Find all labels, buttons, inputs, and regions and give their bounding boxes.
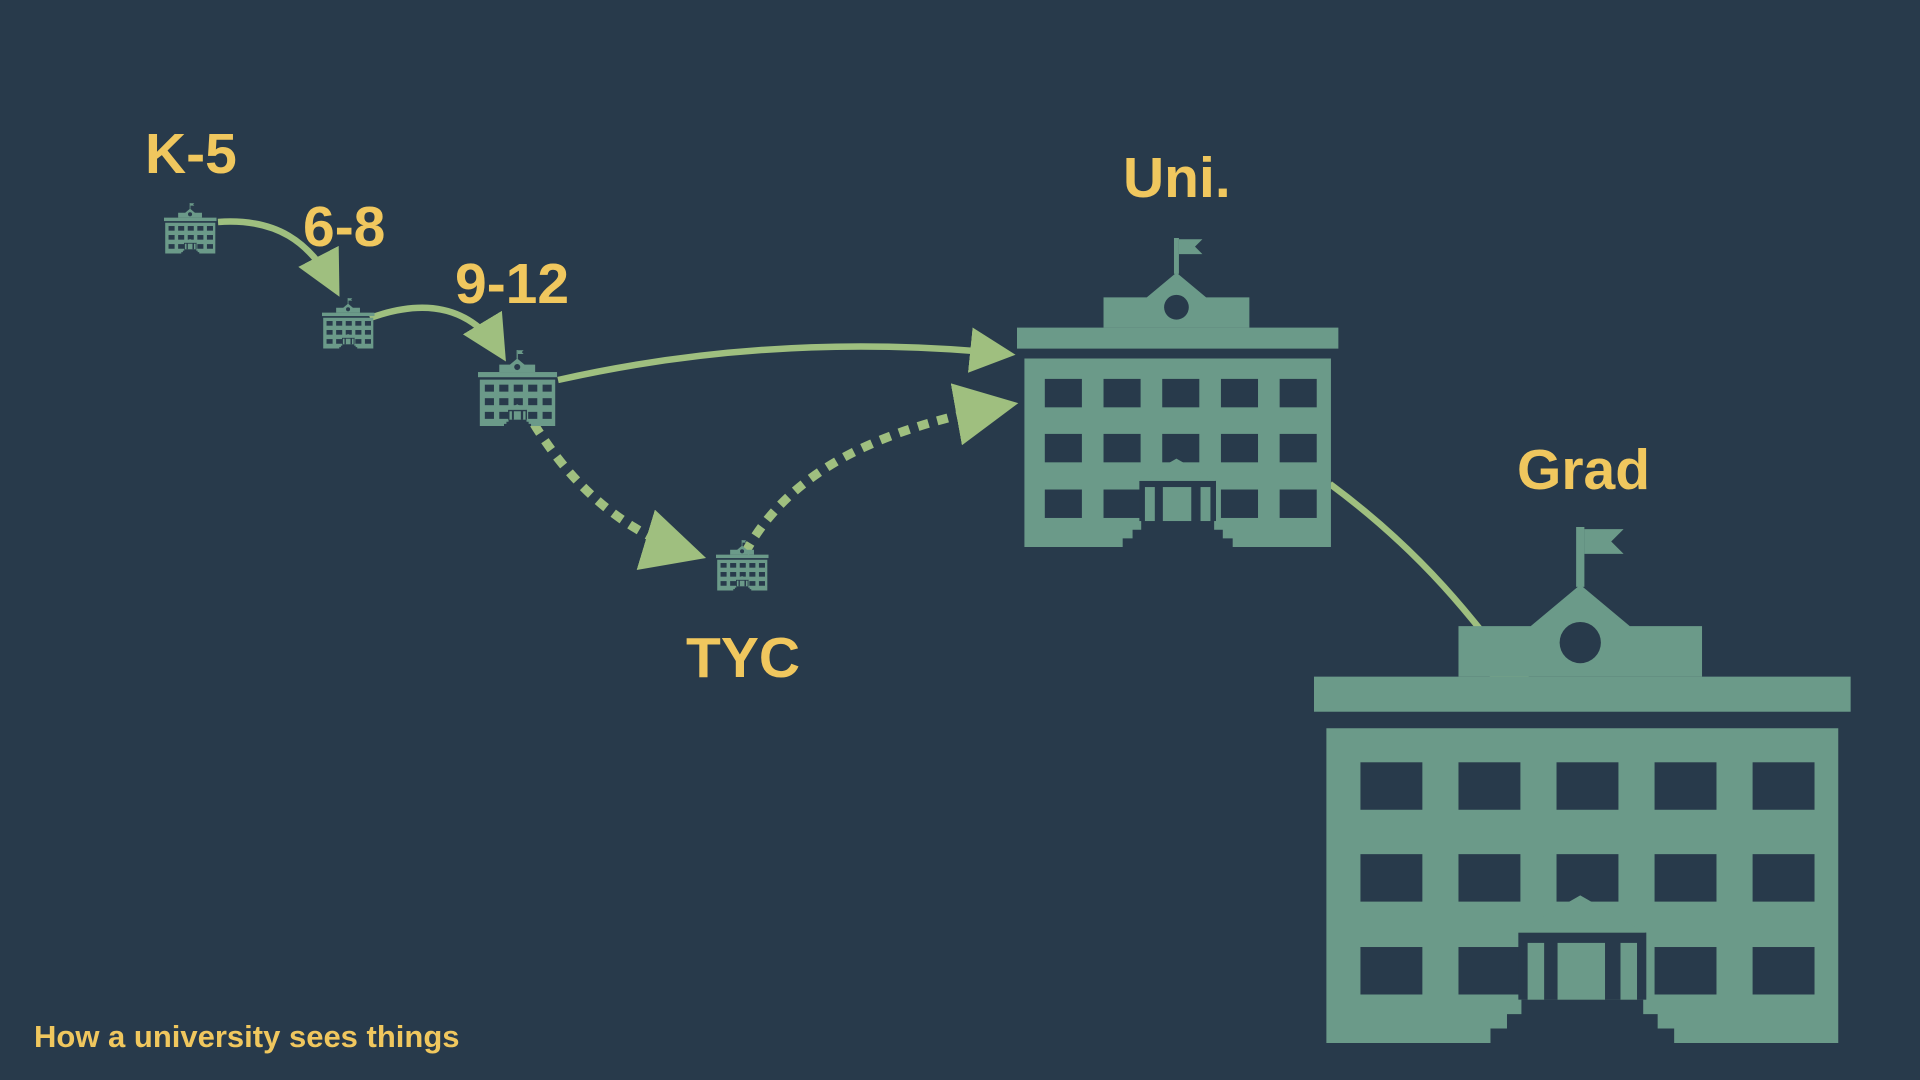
68-school-icon <box>322 298 375 349</box>
label-uni: Uni. <box>1123 146 1231 210</box>
caption: How a university sees things <box>34 1019 460 1054</box>
label-k5: K-5 <box>145 122 237 186</box>
uni-building-icon <box>1017 238 1339 547</box>
arrow-912-to-uni <box>557 327 1016 384</box>
label-tyc: TYC <box>686 626 800 690</box>
label-68: 6-8 <box>303 195 385 259</box>
k5-school-icon <box>164 203 217 254</box>
arrow-tyc-to-uni-dotted <box>741 383 1019 556</box>
label-grad: Grad <box>1517 438 1650 502</box>
tyc-school-icon <box>716 540 769 591</box>
arrow-68-to-912 <box>368 304 506 362</box>
grad-building-icon <box>1314 527 1851 1043</box>
912-school-icon <box>478 350 558 426</box>
label-912: 9-12 <box>455 252 569 316</box>
arrow-k5-to-68 <box>217 218 340 297</box>
arrow-912-to-tyc-dotted <box>530 421 707 570</box>
